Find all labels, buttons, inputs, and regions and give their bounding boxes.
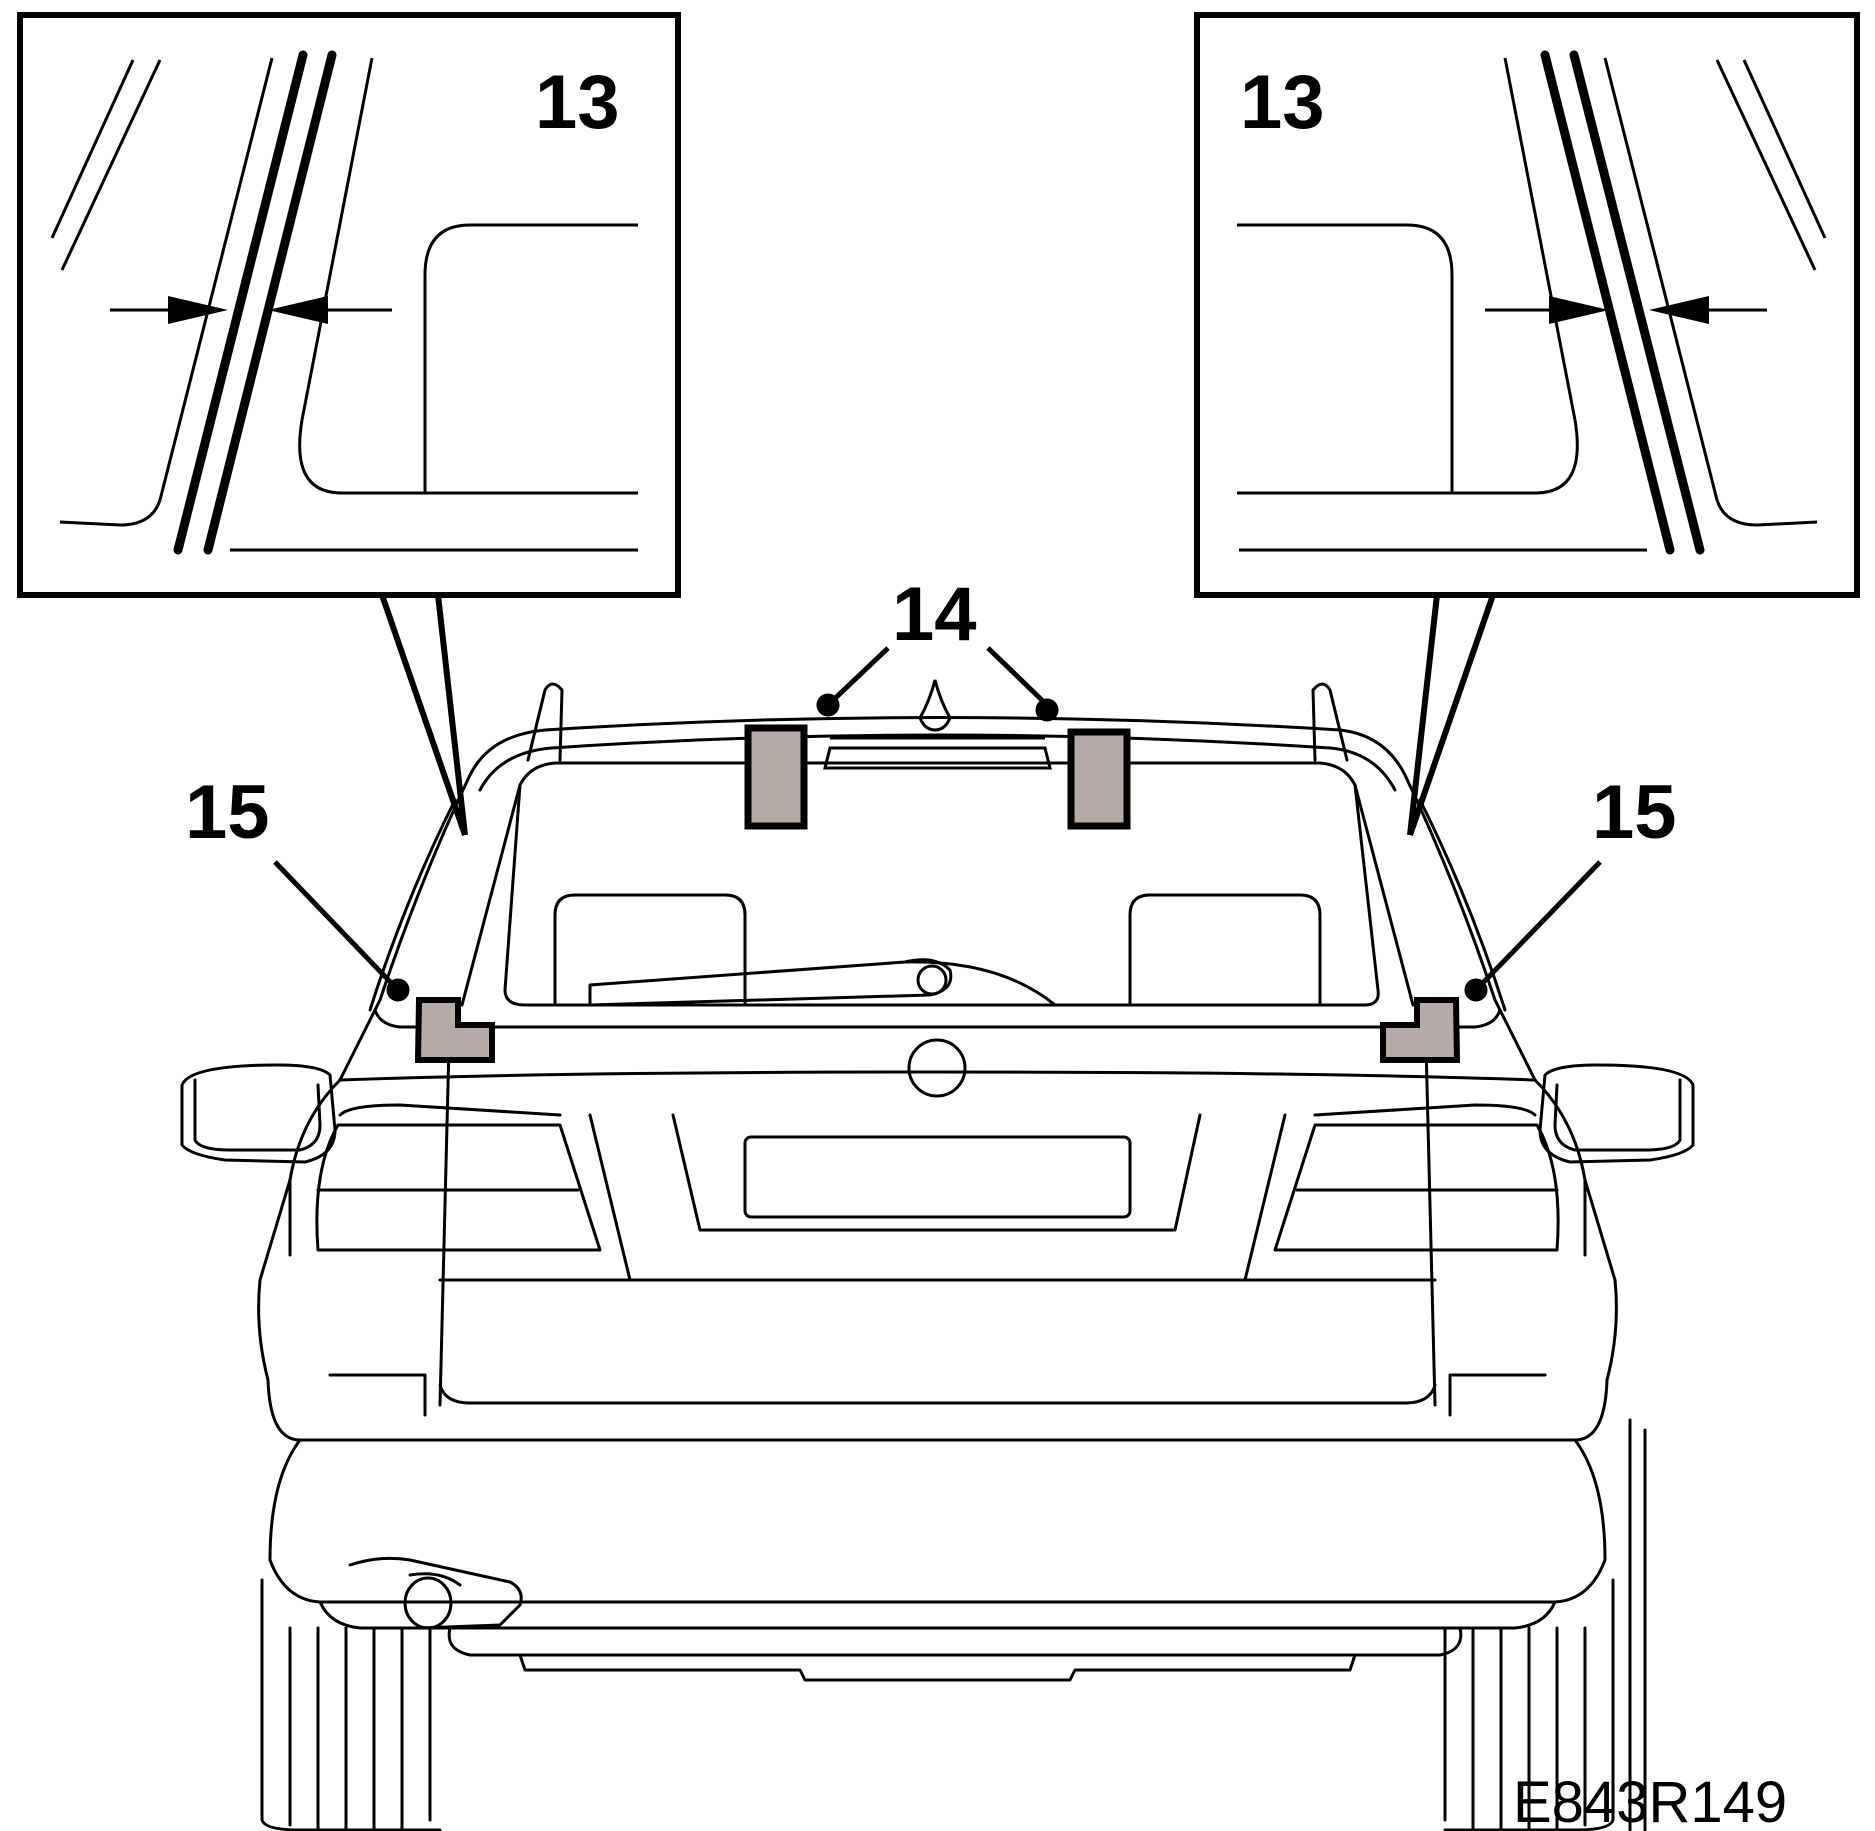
label-15-right: 15	[1592, 770, 1677, 855]
emblem	[907, 1038, 967, 1098]
roof-spoiler	[823, 679, 1052, 770]
label-13-left: 13	[535, 60, 620, 145]
figure-code: E843R149	[1513, 1770, 1787, 1831]
label-13-right: 13	[1240, 60, 1325, 145]
detail-inset-left	[17, 12, 681, 836]
corner-leaders	[273, 860, 1602, 1002]
bracket-leaders	[816, 646, 1059, 722]
bracket-parts	[744, 724, 1131, 830]
label-15-left: 15	[185, 770, 270, 855]
detail-inset-right	[1194, 12, 1860, 836]
detail-frame-left	[17, 12, 681, 598]
detail-frame-right	[1194, 12, 1860, 598]
corner-parts	[414, 997, 1461, 1063]
label-14: 14	[892, 572, 977, 657]
bracket-left	[744, 724, 808, 830]
car-body	[180, 682, 1695, 1831]
corner-part-left	[414, 997, 495, 1063]
license-plate	[743, 1135, 1132, 1219]
corner-part-right	[1380, 997, 1461, 1063]
exhaust-pipe	[403, 1576, 453, 1630]
bracket-right	[1067, 728, 1131, 830]
